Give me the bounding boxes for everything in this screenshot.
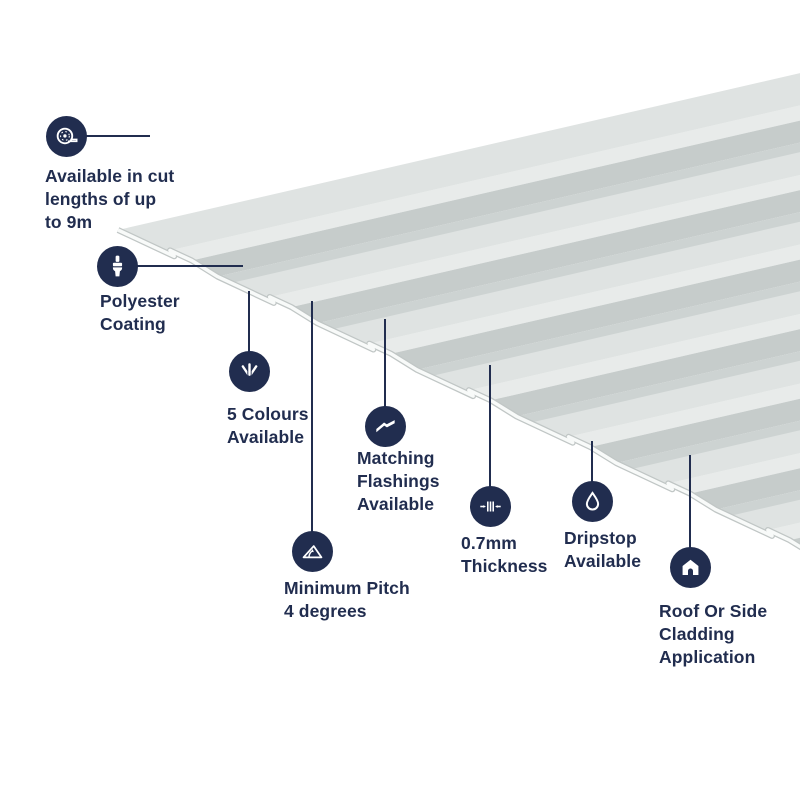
callout-badge-colours <box>229 351 270 392</box>
callout-badge-polyester <box>97 246 138 287</box>
callout-badge-thickness <box>470 486 511 527</box>
paint-brush-icon <box>112 255 123 277</box>
colour-swatches-icon <box>240 362 259 378</box>
tape-measure-icon <box>56 127 78 145</box>
callout-label-dripstop: Dripstop Available <box>564 528 642 571</box>
pitch-angle-icon <box>302 545 323 559</box>
callout-label-flashings: Matching Flashings Available <box>357 448 440 514</box>
callout-label-pitch: Minimum Pitch 4 degrees <box>284 578 410 621</box>
callout-badge-pitch <box>292 531 333 572</box>
callout-label-cut-lengths: Available in cut lengths of up to 9m <box>45 166 175 232</box>
thickness-gauge-icon <box>480 501 501 512</box>
connector-line-thickness <box>489 365 491 487</box>
connector-line-flashings <box>384 319 386 407</box>
callout-badge-dripstop <box>572 481 613 522</box>
callout-badge-cut-lengths <box>46 116 87 157</box>
connector-line-pitch <box>311 301 313 532</box>
callout-label-thickness: 0.7mm Thickness <box>461 533 548 576</box>
house-icon <box>682 559 699 575</box>
connector-line-roof <box>689 455 691 548</box>
callout-badge-roof <box>670 547 711 588</box>
callout-badge-flashings <box>365 406 406 447</box>
flashing-profile-icon <box>376 420 395 433</box>
water-droplet-icon <box>585 491 600 511</box>
connector-line-colours <box>248 291 250 352</box>
connector-line-cut-lengths <box>86 135 150 137</box>
callout-label-polyester: Polyester Coating <box>100 291 180 334</box>
callout-label-colours: 5 Colours Available <box>227 404 309 447</box>
connector-line-dripstop <box>591 441 593 482</box>
callout-label-roof: Roof Or Side Cladding Application <box>659 601 768 667</box>
connector-line-polyester <box>137 265 243 267</box>
